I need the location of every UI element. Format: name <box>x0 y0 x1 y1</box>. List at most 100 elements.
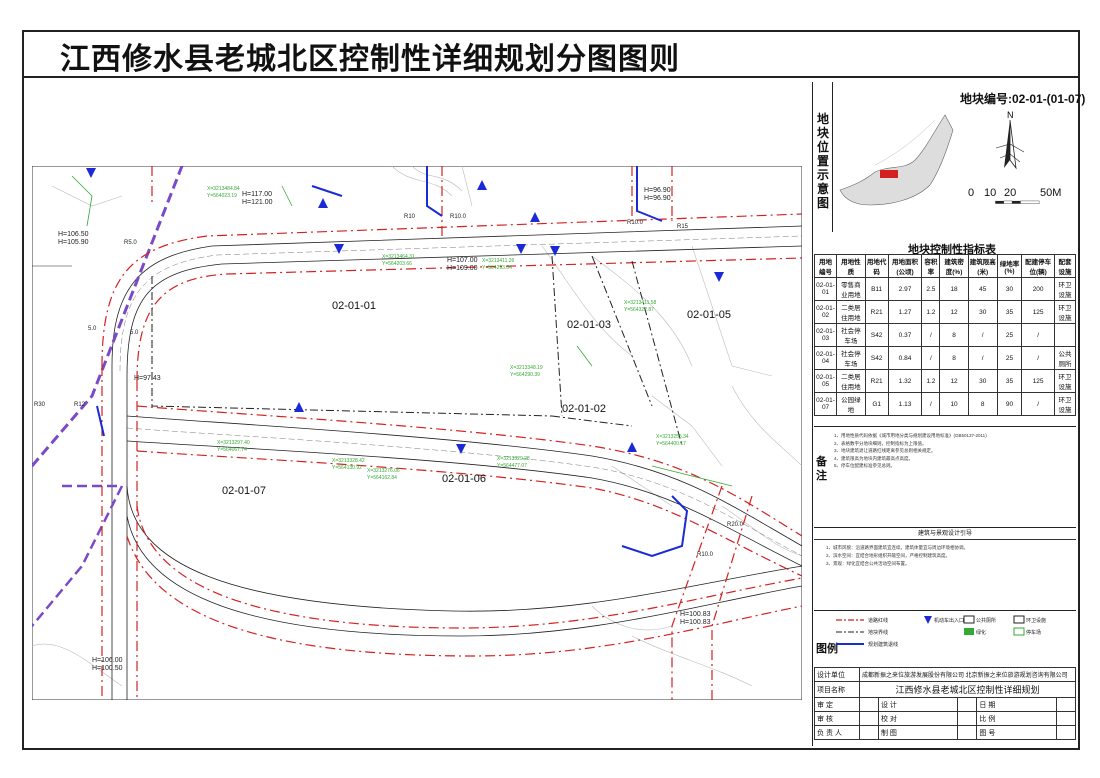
elevation: H=121.00 <box>242 199 273 206</box>
index-table-cell: 35 <box>996 300 1023 324</box>
index-table-cell: 0.37 <box>887 323 923 347</box>
index-table-cell: 8 <box>939 323 969 347</box>
index-table-cell: 环卫设施 <box>1054 277 1076 301</box>
road-label: R5.0 <box>124 240 137 246</box>
index-table-header: 用地编号 用地性质 用地代码 用地面积(公顷) 容积率 建筑密度(%) 建筑限高… <box>813 254 1076 278</box>
title-block-cell: 校 对 <box>877 711 959 726</box>
col-header: 绿地率(%) <box>996 254 1023 278</box>
green-lines <box>71 175 733 487</box>
index-table-cell: / <box>921 392 941 416</box>
plot-02-01-07[interactable]: 02-01-07 <box>222 485 266 497</box>
project-name: 江西修水县老城北区控制性详细规划 <box>859 681 1076 698</box>
legend-item: 地块界线 <box>868 630 889 636</box>
col-header: 用地性质 <box>836 254 866 278</box>
coord: X=3213464.31 <box>382 254 415 260</box>
notes-text: 1、用地性质代码依据《城市用地分类与规划建设用地标准》(GB50137-2011… <box>834 432 1070 470</box>
location-label: 地 块 位 置 示 意 图 <box>814 112 832 210</box>
elevation: H=100.83 <box>680 611 711 618</box>
legend-symbols <box>836 615 1025 645</box>
index-table-cell: S42 <box>864 323 889 347</box>
location-char: 块 <box>816 126 829 140</box>
index-table-cell: / <box>967 323 998 347</box>
index-table-cell: / <box>1021 346 1056 370</box>
north-label: N <box>1007 110 1014 120</box>
road-label: R12 <box>74 402 86 408</box>
elevation: H=107.00 <box>447 257 478 264</box>
legend-box <box>814 610 1076 668</box>
index-table-cell: B11 <box>864 277 889 301</box>
title-rule <box>22 76 1080 78</box>
title-block-cell <box>957 725 978 740</box>
index-table-cell: G1 <box>864 392 889 416</box>
elevation: H=109.00 <box>447 265 478 272</box>
guide-line: 2、滨水空间：宜结合地形组织开敞空间，严格控制建筑高度。 <box>826 553 951 558</box>
coord: Y=564322.87 <box>624 307 654 313</box>
index-table-cell: 1.32 <box>887 369 923 393</box>
scale-bar <box>995 200 1040 204</box>
road-label: 5.0 <box>88 326 97 332</box>
index-table-cell: S42 <box>864 346 889 370</box>
legend-item: 停车场 <box>1026 630 1042 636</box>
index-table-cell: 30 <box>967 300 998 324</box>
road-label: 5.0 <box>130 330 139 336</box>
col-header: 用地代码 <box>864 254 889 278</box>
coord: Y=564067.74 <box>217 447 247 453</box>
legend-item: 环卫设施 <box>1026 618 1047 624</box>
notes-box <box>814 426 1076 528</box>
elevation: H=100.83 <box>680 619 711 626</box>
plot-02-01-06[interactable]: 02-01-06 <box>442 473 486 485</box>
location-char: 示 <box>816 168 829 182</box>
index-table-cell: 公共厕所 <box>1054 346 1076 370</box>
roads <box>32 166 802 700</box>
index-table-cell: 25 <box>996 346 1023 370</box>
index-table: 用地编号 用地性质 用地代码 用地面积(公顷) 容积率 建筑密度(%) 建筑限高… <box>813 254 1076 416</box>
index-table-cell: 90 <box>996 392 1023 416</box>
plot-boundaries <box>151 255 683 447</box>
plot-02-01-05[interactable]: 02-01-05 <box>687 309 731 321</box>
legend-item: 公共厕所 <box>976 618 997 624</box>
elevation: H=117.00 <box>242 191 272 198</box>
index-table-cell: 环卫设施 <box>1054 392 1076 416</box>
guide-line: 3、景观：绿化宜结合公共活动空间布置。 <box>826 561 910 566</box>
title-block-cell <box>957 697 978 712</box>
plot-02-01-02[interactable]: 02-01-02 <box>562 403 606 415</box>
road-label: R10.0 <box>697 552 714 558</box>
index-table-cell: 0.84 <box>887 346 923 370</box>
right-panel <box>812 82 1075 746</box>
title-block-cell <box>859 711 879 726</box>
drawing-frame <box>22 30 1080 750</box>
title-block-cell <box>859 725 879 740</box>
road-label: R10.0 <box>627 220 644 226</box>
col-header: 配建停车位(辆) <box>1021 254 1056 278</box>
index-table-cell: 02-01-01 <box>813 277 838 301</box>
title-block-row: 审 定设 计日 期 <box>814 697 1077 712</box>
col-header: 用地面积(公顷) <box>887 254 923 278</box>
legend-item: 绿化 <box>976 630 987 636</box>
legend-item: 机动车出入口 <box>934 618 965 624</box>
title-block-cell <box>1055 697 1077 712</box>
legend-item: 道路红线 <box>868 618 889 624</box>
coord: X=3213297.40 <box>217 440 250 446</box>
plot-02-01-03[interactable]: 02-01-03 <box>567 319 611 331</box>
col-header: 用地编号 <box>813 254 838 278</box>
index-table-cell: 02-01-03 <box>813 323 838 347</box>
plot-02-01-01[interactable]: 02-01-01 <box>332 300 376 312</box>
title-block-cell: 制 图 <box>877 725 959 740</box>
title-block-cell: 审 核 <box>814 711 860 726</box>
coord: Y=564477.07 <box>497 463 527 469</box>
road-label: R20.0 <box>727 522 744 528</box>
plan-map[interactable]: 02-01-01 02-01-02 02-01-03 02-01-05 02-0… <box>32 166 802 700</box>
index-table-cell: 零售商业用地 <box>836 277 866 301</box>
coord: X=3213411.26 <box>482 258 515 264</box>
coord: X=3213329.28 <box>497 456 530 462</box>
location-map <box>839 114 954 206</box>
coord: Y=564203.66 <box>382 261 412 267</box>
access-markers <box>86 168 724 454</box>
index-table-cell: 社会停车场 <box>836 346 866 370</box>
index-table-cell: 02-01-04 <box>813 346 838 370</box>
guide-line: 1、城市风貌：沿道路界面建筑宜连续，建筑体量宜与周边环境相协调。 <box>826 545 968 550</box>
index-table-cell: 02-01-07 <box>813 392 838 416</box>
